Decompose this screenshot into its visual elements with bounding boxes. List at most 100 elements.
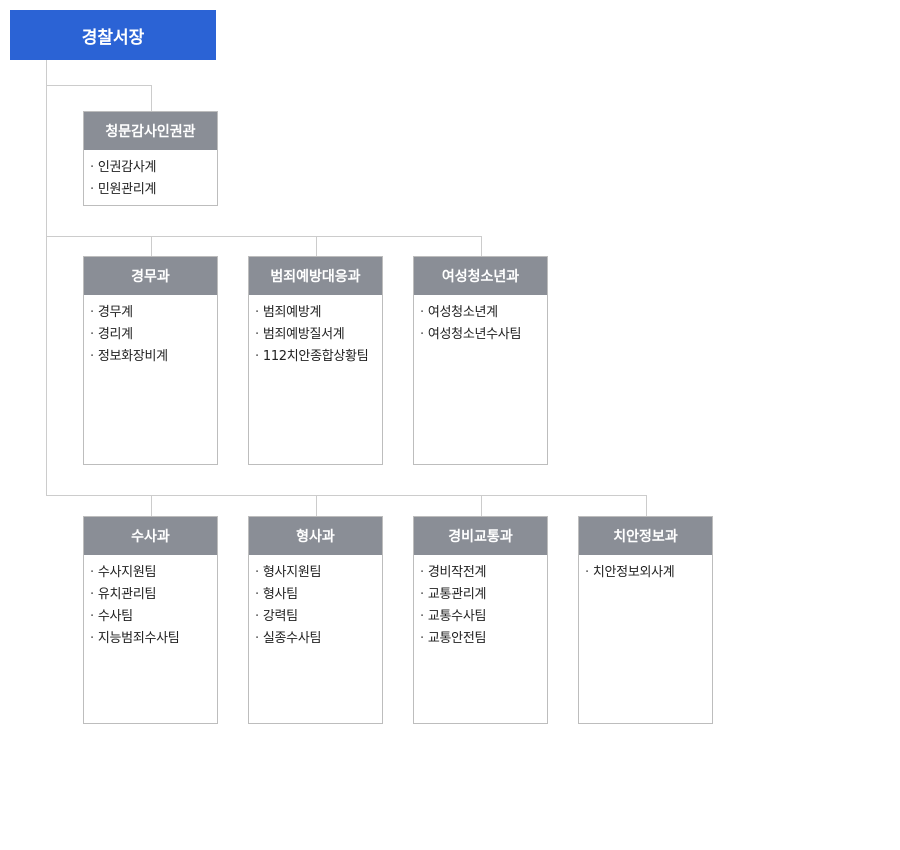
department-title: 경비교통과 xyxy=(414,517,547,555)
department-box: 경비교통과·경비작전계·교통관리계·교통수사팀·교통안전팀 xyxy=(413,516,548,724)
bullet-icon: · xyxy=(90,327,94,342)
bullet-icon: · xyxy=(420,631,424,646)
department-title: 경무과 xyxy=(84,257,217,295)
connector-drop xyxy=(481,236,482,256)
unit-label: 경리계 xyxy=(97,327,133,342)
unit-item: ·교통안전팀 xyxy=(420,628,547,650)
bullet-icon: · xyxy=(255,305,259,320)
bullet-icon: · xyxy=(420,327,424,342)
unit-item: ·경비작전계 xyxy=(420,562,547,584)
unit-label: 수사지원팀 xyxy=(97,565,157,580)
bullet-icon: · xyxy=(90,305,94,320)
unit-item: ·강력팀 xyxy=(255,606,382,628)
unit-label: 형사팀 xyxy=(262,587,298,602)
department-box: 경무과·경무계·경리계·정보화장비계 xyxy=(83,256,218,465)
unit-label: 여성청소년수사팀 xyxy=(427,327,522,342)
chief-box: 경찰서장 xyxy=(10,10,216,60)
unit-list: ·여성청소년계·여성청소년수사팀 xyxy=(414,295,547,346)
unit-label: 인권감사계 xyxy=(97,160,157,175)
unit-list: ·경무계·경리계·정보화장비계 xyxy=(84,295,217,368)
connector-bus xyxy=(46,236,482,237)
bullet-icon: · xyxy=(255,587,259,602)
bullet-icon: · xyxy=(90,587,94,602)
connector-drop xyxy=(151,495,152,516)
unit-list: ·수사지원팀·유치관리팀·수사팀·지능범죄수사팀 xyxy=(84,555,217,650)
unit-item: ·범죄예방질서계 xyxy=(255,324,382,346)
unit-item: ·지능범죄수사팀 xyxy=(90,628,217,650)
department-title: 형사과 xyxy=(249,517,382,555)
unit-item: ·여성청소년수사팀 xyxy=(420,324,547,346)
unit-list: ·범죄예방계·범죄예방질서계·112치안종합상황팀 xyxy=(249,295,382,368)
connector-bus xyxy=(46,495,647,496)
department-title: 여성청소년과 xyxy=(414,257,547,295)
unit-item: ·형사팀 xyxy=(255,584,382,606)
unit-item: ·교통관리계 xyxy=(420,584,547,606)
unit-item: ·수사지원팀 xyxy=(90,562,217,584)
unit-label: 112치안종합상황팀 xyxy=(262,349,369,364)
unit-list: ·경비작전계·교통관리계·교통수사팀·교통안전팀 xyxy=(414,555,547,650)
unit-label: 형사지원팀 xyxy=(262,565,322,580)
bullet-icon: · xyxy=(255,349,259,364)
bullet-icon: · xyxy=(420,305,424,320)
unit-label: 범죄예방계 xyxy=(262,305,322,320)
unit-item: ·교통수사팀 xyxy=(420,606,547,628)
bullet-icon: · xyxy=(420,609,424,624)
department-title: 청문감사인권관 xyxy=(84,112,217,150)
chief-title: 경찰서장 xyxy=(81,27,145,48)
department-box: 수사과·수사지원팀·유치관리팀·수사팀·지능범죄수사팀 xyxy=(83,516,218,724)
department-title: 범죄예방대응과 xyxy=(249,257,382,295)
unit-item: ·범죄예방계 xyxy=(255,302,382,324)
unit-label: 지능범죄수사팀 xyxy=(97,631,180,646)
connector-drop xyxy=(646,495,647,516)
bullet-icon: · xyxy=(90,160,94,175)
bullet-icon: · xyxy=(90,565,94,580)
department-box: 범죄예방대응과·범죄예방계·범죄예방질서계·112치안종합상황팀 xyxy=(248,256,383,465)
unit-item: ·유치관리팀 xyxy=(90,584,217,606)
unit-label: 경무계 xyxy=(97,305,133,320)
unit-label: 수사팀 xyxy=(97,609,133,624)
unit-item: ·여성청소년계 xyxy=(420,302,547,324)
unit-label: 경비작전계 xyxy=(427,565,487,580)
unit-list: ·치안정보외사계 xyxy=(579,555,712,584)
department-box: 청문감사인권관·인권감사계·민원관리계 xyxy=(83,111,218,206)
unit-item: ·치안정보외사계 xyxy=(585,562,712,584)
bullet-icon: · xyxy=(585,565,589,580)
unit-list: ·형사지원팀·형사팀·강력팀·실종수사팀 xyxy=(249,555,382,650)
unit-list: ·인권감사계·민원관리계 xyxy=(84,150,217,201)
department-box: 여성청소년과·여성청소년계·여성청소년수사팀 xyxy=(413,256,548,465)
connector-drop xyxy=(481,495,482,516)
department-box: 형사과·형사지원팀·형사팀·강력팀·실종수사팀 xyxy=(248,516,383,724)
bullet-icon: · xyxy=(255,631,259,646)
bullet-icon: · xyxy=(90,182,94,197)
bullet-icon: · xyxy=(420,565,424,580)
department-title: 수사과 xyxy=(84,517,217,555)
unit-label: 유치관리팀 xyxy=(97,587,157,602)
bullet-icon: · xyxy=(255,565,259,580)
unit-label: 교통관리계 xyxy=(427,587,487,602)
connector-drop xyxy=(316,495,317,516)
unit-item: ·경리계 xyxy=(90,324,217,346)
unit-item: ·정보화장비계 xyxy=(90,346,217,368)
bullet-icon: · xyxy=(90,349,94,364)
unit-label: 치안정보외사계 xyxy=(592,565,675,580)
unit-label: 교통안전팀 xyxy=(427,631,487,646)
connector-drop xyxy=(316,236,317,256)
connector-spine xyxy=(46,60,47,496)
department-box: 치안정보과·치안정보외사계 xyxy=(578,516,713,724)
bullet-icon: · xyxy=(255,327,259,342)
unit-label: 범죄예방질서계 xyxy=(262,327,345,342)
connector-drop xyxy=(151,85,152,111)
unit-label: 실종수사팀 xyxy=(262,631,322,646)
unit-item: ·경무계 xyxy=(90,302,217,324)
unit-item: ·인권감사계 xyxy=(90,157,217,179)
unit-item: ·실종수사팀 xyxy=(255,628,382,650)
unit-label: 강력팀 xyxy=(262,609,298,624)
connector-bus xyxy=(46,85,152,86)
unit-item: ·형사지원팀 xyxy=(255,562,382,584)
unit-label: 여성청소년계 xyxy=(427,305,498,320)
unit-item: ·수사팀 xyxy=(90,606,217,628)
bullet-icon: · xyxy=(90,631,94,646)
unit-item: ·민원관리계 xyxy=(90,179,217,201)
bullet-icon: · xyxy=(255,609,259,624)
bullet-icon: · xyxy=(420,587,424,602)
